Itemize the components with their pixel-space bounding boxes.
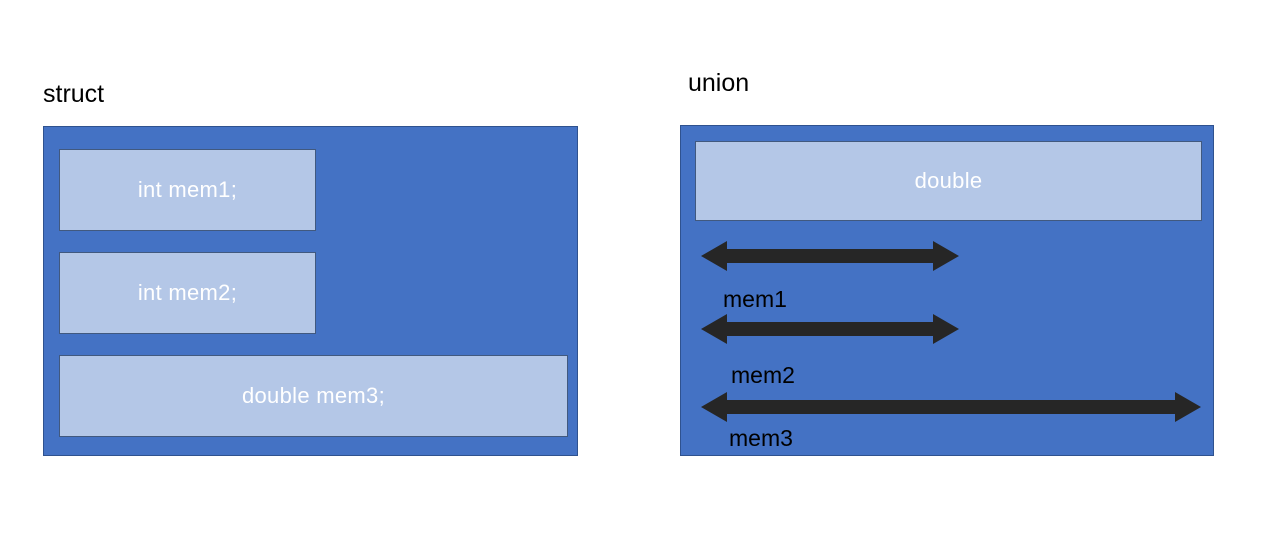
union-caption: union — [688, 69, 750, 97]
double-arrow-mem2-icon — [701, 314, 959, 344]
union-panel: double mem1 mem2 mem3 — [680, 125, 1214, 456]
arrow-label-mem3: mem3 — [729, 425, 793, 451]
struct-member-box: int mem2; — [59, 252, 316, 334]
double-arrow-mem3-icon — [701, 392, 1201, 422]
double-arrow-mem1-icon — [701, 241, 959, 271]
arrow-label-mem2: mem2 — [731, 362, 795, 388]
union-storage-box: double — [695, 141, 1202, 221]
arrow-label-mem1: mem1 — [723, 286, 787, 312]
struct-member-box: int mem1; — [59, 149, 316, 231]
struct-member-box: double mem3; — [59, 355, 568, 437]
struct-caption: struct — [43, 80, 105, 108]
struct-panel: int mem1; int mem2; double mem3; — [43, 126, 578, 456]
